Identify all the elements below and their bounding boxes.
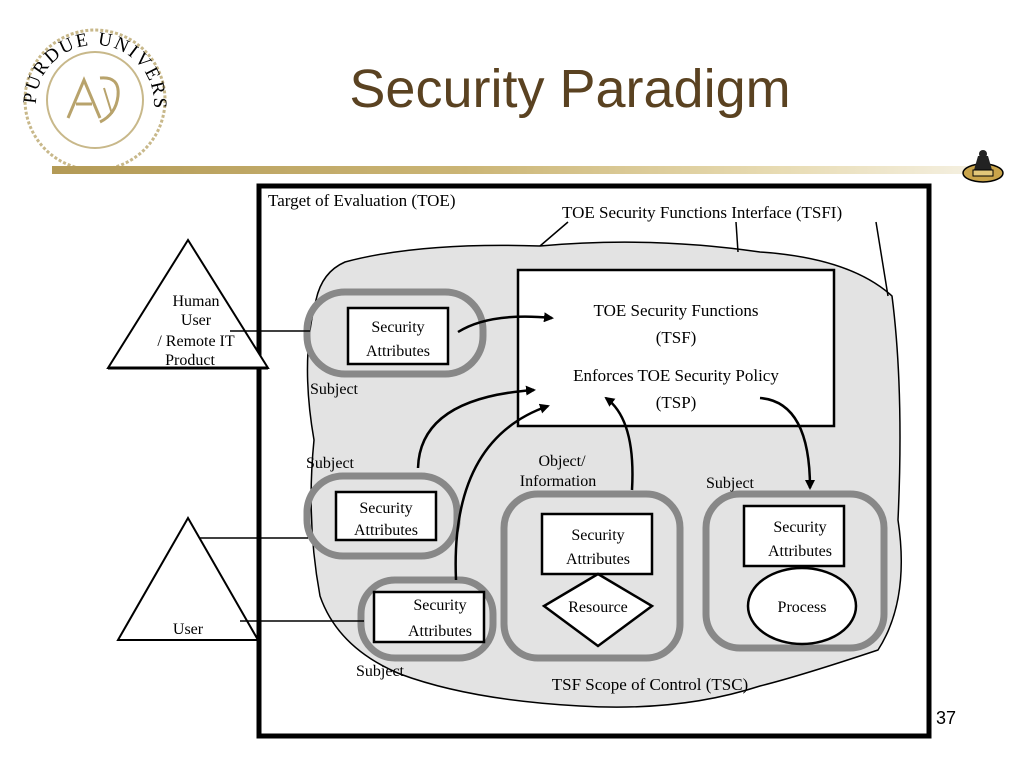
subject-label-3: Subject <box>356 663 405 680</box>
arrow-tsf-to-process <box>759 396 815 490</box>
human-line-2: User <box>181 312 212 329</box>
purdue-pete-emblem-icon <box>962 150 1004 183</box>
resource-diamond <box>541 572 655 648</box>
security-attributes-box-1 <box>346 306 450 366</box>
subject-3-outline <box>357 576 497 662</box>
object-outline <box>500 490 684 662</box>
resource-label: Resource <box>568 599 628 616</box>
tsf-line-3: Enforces TOE Security Policy <box>573 366 779 385</box>
security-attributes-box-process <box>742 504 846 568</box>
slide-title: Security Paradigm <box>349 59 791 119</box>
object-line-1: Object/ <box>538 453 586 470</box>
arrow-subject3-to-tsf <box>454 403 550 581</box>
toe-label: Target of Evaluation (TOE) <box>268 191 455 210</box>
sa-object-line-2: Attributes <box>566 551 630 568</box>
tsf-line-1: TOE Security Functions <box>594 301 759 320</box>
subject-label-2: Subject <box>306 455 355 472</box>
university-seal-logo: PURDUE UNIVERSITY <box>8 18 168 168</box>
sa3-line-2: Attributes <box>408 623 472 640</box>
tsf-box <box>516 268 836 428</box>
sa-object-line-1: Security <box>571 527 624 544</box>
tsf-line-4: (TSP) <box>656 393 697 412</box>
security-attributes-box-2 <box>334 490 438 542</box>
arrow-object-to-tsf <box>604 396 634 491</box>
sa-process-line-1: Security <box>773 519 826 536</box>
security-attributes-box-object <box>540 512 654 576</box>
title-divider <box>52 166 968 174</box>
sa3-line-1: Security <box>413 597 466 614</box>
arrow-subject2-to-tsf <box>416 385 536 469</box>
page-number: 37 <box>936 708 957 728</box>
human-line-3: / Remote IT <box>157 333 235 350</box>
sa1-line-1: Security <box>371 319 424 336</box>
user-label: User <box>173 621 204 638</box>
arrow-subject1-to-tsf <box>457 312 554 334</box>
human-line-4: Product <box>165 352 215 369</box>
toe-boundary <box>256 183 932 739</box>
human-line-1: Human <box>172 293 219 310</box>
process-label: Process <box>778 599 827 616</box>
subject-2-outline <box>303 472 461 560</box>
user-triangle <box>116 515 260 641</box>
tsf-line-2: (TSF) <box>656 328 697 347</box>
subject-1-outline <box>303 288 487 378</box>
subject-label-1: Subject <box>310 381 359 398</box>
subject-label-4: Subject <box>706 475 755 492</box>
tsc-label: TSF Scope of Control (TSC) <box>552 675 748 694</box>
sa1-line-2: Attributes <box>366 343 430 360</box>
object-line-2: Information <box>520 473 596 490</box>
security-attributes-box-3 <box>372 590 486 644</box>
sa2-line-1: Security <box>359 500 412 517</box>
tsfi-label: TOE Security Functions Interface (TSFI) <box>562 203 842 222</box>
sa2-line-2: Attributes <box>354 522 418 539</box>
process-oval <box>746 566 858 646</box>
sa-process-line-2: Attributes <box>768 543 832 560</box>
process-subject-outline <box>702 490 888 652</box>
